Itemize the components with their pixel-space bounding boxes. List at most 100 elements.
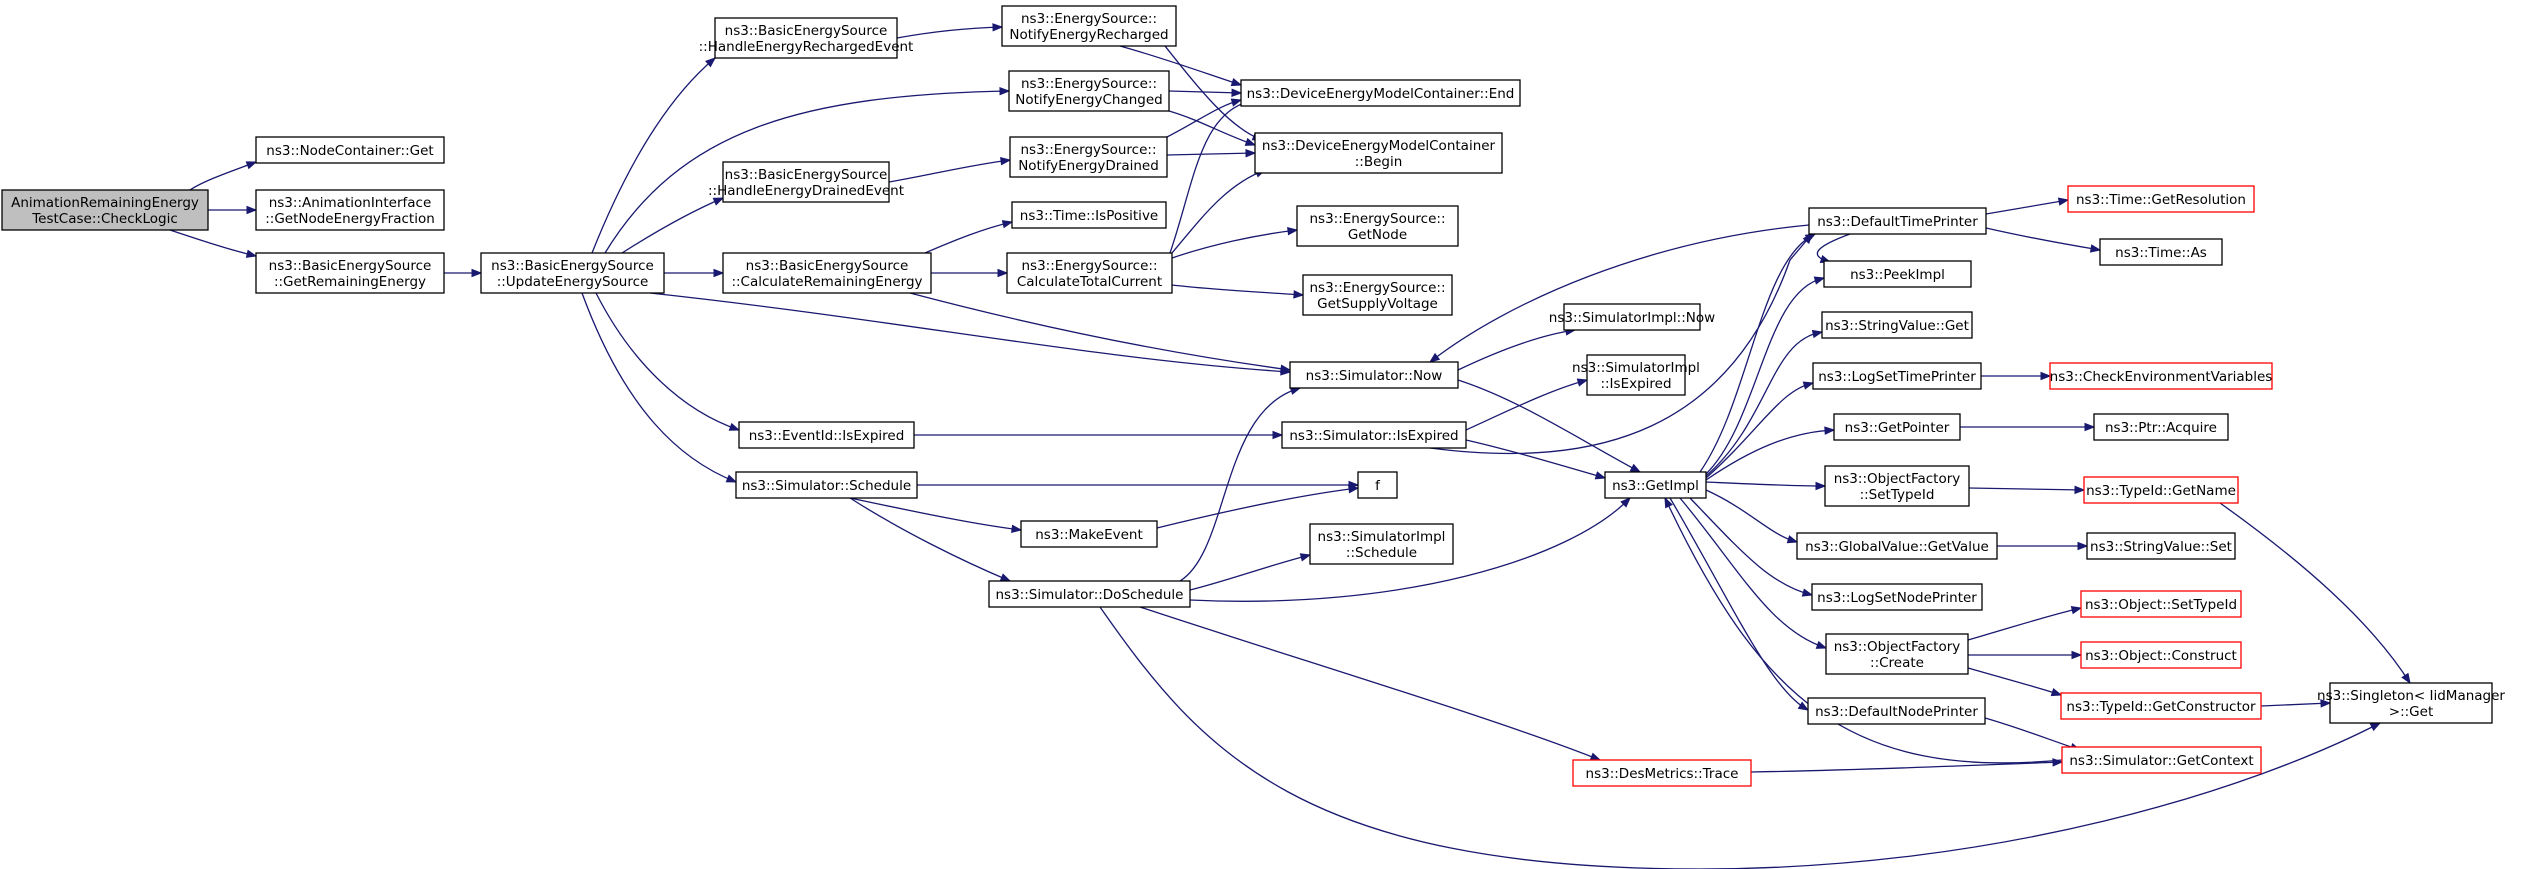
node-box[interactable] [480, 252, 665, 294]
node-box[interactable] [2083, 476, 2239, 504]
node-box[interactable] [1812, 362, 1982, 390]
node-box[interactable] [2067, 185, 2255, 213]
node-box[interactable] [255, 136, 445, 164]
node-peek[interactable]: ns3::PeekImpl [1823, 260, 1972, 288]
node-anim[interactable]: ns3::AnimationInterface::GetNodeEnergyFr… [255, 189, 445, 231]
node-root[interactable]: AnimationRemainingEnergyTestCase::CheckL… [1, 189, 209, 231]
node-getres[interactable]: ns3::Time::GetResolution [2067, 185, 2255, 213]
node-defnp[interactable]: ns3::DefaultNodePrinter [1807, 697, 1986, 725]
node-box[interactable] [735, 471, 918, 499]
node-lognp[interactable]: ns3::LogSetNodePrinter [1811, 583, 1983, 611]
node-simsched[interactable]: ns3::Simulator::Schedule [735, 471, 918, 499]
node-getimpl[interactable]: ns3::GetImpl [1604, 471, 1707, 499]
node-box[interactable] [2049, 362, 2273, 390]
node-box[interactable] [1808, 207, 1987, 235]
node-dosched[interactable]: ns3::Simulator::DoSchedule [988, 580, 1191, 608]
node-esnchg[interactable]: ns3::EnergySource::NotifyEnergyChanged [1008, 70, 1170, 112]
node-strset[interactable]: ns3::StringValue::Set [2086, 532, 2236, 560]
node-tidname[interactable]: ns3::TypeId::GetName [2083, 476, 2239, 504]
node-evexp[interactable]: ns3::EventId::IsExpired [738, 421, 915, 449]
node-box[interactable] [1009, 136, 1168, 178]
node-box[interactable] [1604, 471, 1707, 499]
node-box[interactable] [1289, 361, 1459, 389]
node-box[interactable] [1357, 471, 1398, 499]
node-f[interactable]: f [1357, 471, 1398, 499]
node-tidcons[interactable]: ns3::TypeId::GetConstructor [2060, 692, 2262, 720]
node-deftp[interactable]: ns3::DefaultTimePrinter [1808, 207, 1987, 235]
node-box[interactable] [1011, 201, 1167, 229]
node-box[interactable] [1020, 520, 1158, 548]
node-box[interactable] [738, 421, 915, 449]
node-ncget[interactable]: ns3::NodeContainer::Get [255, 136, 445, 164]
node-box[interactable] [1296, 205, 1459, 247]
node-bhdrain[interactable]: ns3::BasicEnergySource::HandleEnergyDrai… [708, 161, 904, 203]
node-box[interactable] [2080, 641, 2242, 669]
node-bgetrem[interactable]: ns3::BasicEnergySource::GetRemainingEner… [255, 252, 445, 294]
node-desmet[interactable]: ns3::DesMetrics::Trace [1572, 759, 1752, 787]
node-box[interactable] [1586, 354, 1686, 396]
node-box[interactable] [1833, 413, 1961, 441]
node-box[interactable] [2329, 682, 2493, 724]
node-box[interactable] [1254, 132, 1503, 174]
node-makeev[interactable]: ns3::MakeEvent [1020, 520, 1158, 548]
node-box[interactable] [1006, 252, 1173, 294]
node-simnow[interactable]: ns3::Simulator::Now [1289, 361, 1459, 389]
node-gvget[interactable]: ns3::GlobalValue::GetValue [1796, 532, 1998, 560]
node-box[interactable] [1240, 79, 1521, 107]
node-box[interactable] [988, 580, 1191, 608]
node-esnrech[interactable]: ns3::EnergySource::NotifyEnergyRecharged [1001, 5, 1177, 47]
node-box[interactable] [1563, 303, 1701, 331]
node-objsettid[interactable]: ns3::Object::SetTypeId [2080, 590, 2242, 618]
node-implnow[interactable]: ns3::SimulatorImpl::Now [1549, 303, 1715, 331]
node-timepos[interactable]: ns3::Time::IsPositive [1011, 201, 1167, 229]
node-box[interactable] [1811, 583, 1983, 611]
node-box[interactable] [2061, 746, 2262, 774]
node-box[interactable] [1823, 260, 1972, 288]
node-box[interactable] [1825, 633, 1969, 675]
node-box[interactable] [2080, 590, 2242, 618]
node-box[interactable] [1309, 523, 1454, 565]
node-box[interactable] [2060, 692, 2262, 720]
node-strget[interactable]: ns3::StringValue::Get [1821, 311, 1973, 339]
node-esgnode[interactable]: ns3::EnergySource::GetNode [1296, 205, 1459, 247]
node-box[interactable] [1281, 421, 1467, 449]
node-box[interactable] [722, 252, 932, 294]
node-bupd[interactable]: ns3::BasicEnergySource::UpdateEnergySour… [480, 252, 665, 294]
node-demend[interactable]: ns3::DeviceEnergyModelContainer::End [1240, 79, 1521, 107]
node-dembeg[interactable]: ns3::DeviceEnergyModelContainer::Begin [1254, 132, 1503, 174]
node-box[interactable] [1807, 697, 1986, 725]
node-simexp[interactable]: ns3::Simulator::IsExpired [1281, 421, 1467, 449]
node-box[interactable] [1, 189, 209, 231]
node-box[interactable] [1302, 274, 1453, 316]
node-box[interactable] [255, 189, 445, 231]
node-box[interactable] [1008, 70, 1170, 112]
node-box[interactable] [1821, 311, 1973, 339]
node-box[interactable] [1001, 5, 1177, 47]
node-box[interactable] [2099, 238, 2223, 266]
node-box[interactable] [714, 17, 898, 59]
node-implsched[interactable]: ns3::SimulatorImpl::Schedule [1309, 523, 1454, 565]
node-box[interactable] [2093, 413, 2229, 441]
node-esgvolt[interactable]: ns3::EnergySource::GetSupplyVoltage [1302, 274, 1453, 316]
node-box[interactable] [2086, 532, 2236, 560]
node-getptr[interactable]: ns3::GetPointer [1833, 413, 1961, 441]
node-box[interactable] [1572, 759, 1752, 787]
node-box[interactable] [722, 161, 890, 203]
node-ptracq[interactable]: ns3::Ptr::Acquire [2093, 413, 2229, 441]
node-bcalc[interactable]: ns3::BasicEnergySource::CalculateRemaini… [722, 252, 932, 294]
node-ofsettid[interactable]: ns3::ObjectFactory::SetTypeId [1824, 465, 1970, 507]
node-ofcreate[interactable]: ns3::ObjectFactory::Create [1825, 633, 1969, 675]
node-box[interactable] [255, 252, 445, 294]
node-single[interactable]: ns3::Singleton< IidManager>::Get [2317, 682, 2505, 724]
node-box[interactable] [1796, 532, 1998, 560]
node-logtp[interactable]: ns3::LogSetTimePrinter [1812, 362, 1982, 390]
node-escalc[interactable]: ns3::EnergySource::CalculateTotalCurrent [1006, 252, 1173, 294]
node-getctx[interactable]: ns3::Simulator::GetContext [2061, 746, 2262, 774]
node-box[interactable] [1824, 465, 1970, 507]
node-esndrain[interactable]: ns3::EnergySource::NotifyEnergyDrained [1009, 136, 1168, 178]
node-checkenv[interactable]: ns3::CheckEnvironmentVariables [2049, 362, 2273, 390]
node-timeas[interactable]: ns3::Time::As [2099, 238, 2223, 266]
node-bhrech[interactable]: ns3::BasicEnergySource::HandleEnergyRech… [699, 17, 914, 59]
node-objcons[interactable]: ns3::Object::Construct [2080, 641, 2242, 669]
node-implexp[interactable]: ns3::SimulatorImpl::IsExpired [1572, 354, 1700, 396]
